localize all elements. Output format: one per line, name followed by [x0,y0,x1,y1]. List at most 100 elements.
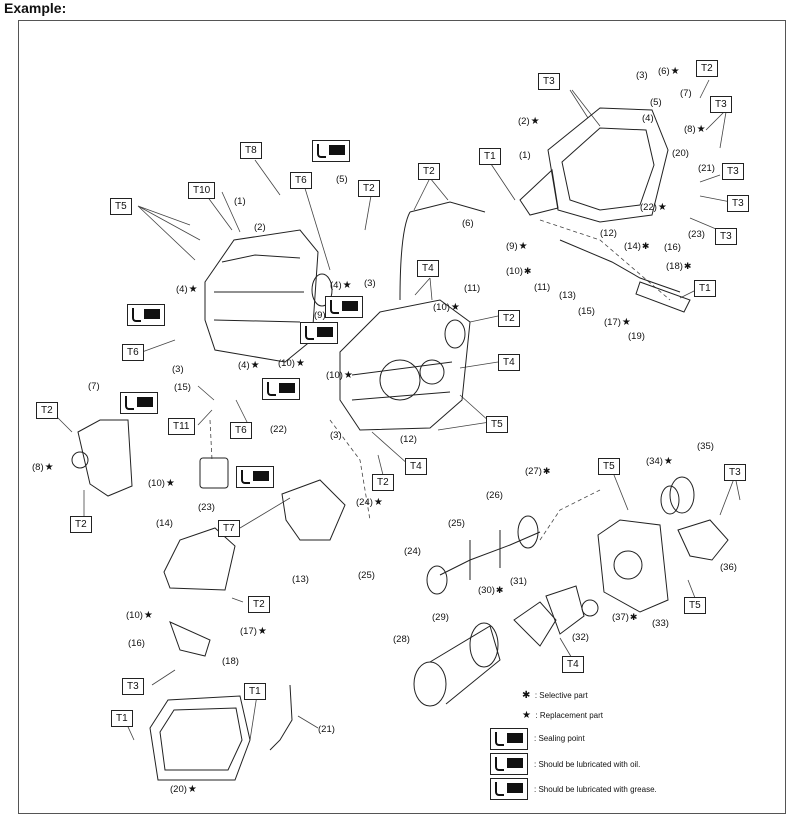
tool-box-t5: T5 [486,416,508,433]
legend-oil: : Should be lubricated with oil. [534,760,641,769]
part-number: (9) [506,241,528,252]
part-number: (37) [612,612,637,623]
tool-box-t8: T8 [240,142,262,159]
tool-box-t5: T5 [598,458,620,475]
part-number: (34) [646,456,673,467]
part-number: (3) [330,430,342,441]
tool-box-t3: T3 [538,73,560,90]
legend-replacement: ★ : Replacement part [522,710,604,721]
sealing-point-icon [490,728,528,750]
tool-box-t6: T6 [122,344,144,361]
star-icon: ★ [522,710,531,721]
tool-box-t3: T3 [724,464,746,481]
tool-box-t3: T3 [122,678,144,695]
part-number: (12) [400,434,417,445]
part-number: (4) [176,284,198,295]
part-number: (20) [170,784,197,795]
part-number: (3) [364,278,376,289]
oil-lubrication-icon [490,753,528,775]
tool-box-t7: T7 [218,520,240,537]
part-number: (21) [318,724,335,735]
part-number: (5) [336,174,348,185]
asterisk-icon: ✱ [522,690,531,701]
part-number: (15) [578,306,595,317]
grease-lubrication-icon [325,296,363,318]
grease-lubrication-icon [490,778,528,800]
part-number: (26) [486,490,503,501]
part-number: (13) [559,290,576,301]
part-number: (9) [314,310,326,321]
part-number: (16) [664,242,681,253]
tool-box-t1: T1 [479,148,501,165]
part-number: (25) [358,570,375,581]
tool-box-t6: T6 [230,422,252,439]
part-number: (1) [519,150,531,161]
tool-box-t2: T2 [248,596,270,613]
part-number: (7) [680,88,692,99]
part-number: (2) [518,116,540,127]
part-number: (10) [126,610,153,621]
legend-grease-label: Should be lubricated with grease. [538,785,657,794]
part-number: (2) [254,222,266,233]
part-number: (4) [642,113,654,124]
tool-box-t2: T2 [70,516,92,533]
part-number: (21) [698,163,715,174]
part-number: (24) [404,546,421,557]
part-number: (10) [326,370,353,381]
legend-replacement-label: Replacement part [539,711,604,720]
tool-box-t2: T2 [372,474,394,491]
part-number: (10) [278,358,305,369]
tool-box-t2: T2 [498,310,520,327]
part-number: (32) [572,632,589,643]
part-number: (10) [506,266,531,277]
part-number: (19) [628,331,645,342]
part-number: (3) [172,364,184,375]
tool-box-t6: T6 [290,172,312,189]
tool-box-t11: T11 [168,418,195,435]
tool-box-t4: T4 [405,458,427,475]
part-number: (8) [684,124,706,135]
sealing-point-icon [127,304,165,326]
legend-selective: ✱ : Selective part [522,690,588,701]
part-number: (1) [234,196,246,207]
tool-box-t1: T1 [244,683,266,700]
tool-box-t4: T4 [498,354,520,371]
part-number: (8) [32,462,54,473]
part-number: (20) [672,148,689,159]
part-number: (4) [330,280,352,291]
tool-box-t2: T2 [358,180,380,197]
part-number: (30) [478,585,503,596]
part-number: (31) [510,576,527,587]
sealing-point-icon [300,322,338,344]
part-number: (23) [198,502,215,513]
part-number: (7) [88,381,100,392]
part-number: (16) [128,638,145,649]
tool-box-t4: T4 [562,656,584,673]
part-number: (12) [600,228,617,239]
sealing-point-icon [120,392,158,414]
part-number: (18) [222,656,239,667]
part-number: (27) [525,466,550,477]
tool-box-t2: T2 [36,402,58,419]
part-number: (14) [624,241,649,252]
part-number: (18) [666,261,691,272]
part-number: (15) [174,382,191,393]
tool-box-t2: T2 [696,60,718,77]
tool-box-t3: T3 [715,228,737,245]
part-number: (6) [658,66,680,77]
legend-grease: : Should be lubricated with grease. [534,785,657,794]
part-number: (13) [292,574,309,585]
tool-box-t3: T3 [727,195,749,212]
tool-box-t2: T2 [418,163,440,180]
tool-box-t3: T3 [722,163,744,180]
part-number: (23) [688,229,705,240]
part-number: (28) [393,634,410,645]
tool-box-t4: T4 [417,260,439,277]
heading: Example: [4,0,67,16]
legend-oil-label: Should be lubricated with oil. [538,760,641,769]
legend-sealing-label: Sealing point [538,734,585,743]
part-number: (17) [240,626,267,637]
part-number: (25) [448,518,465,529]
part-number: (35) [697,441,714,452]
